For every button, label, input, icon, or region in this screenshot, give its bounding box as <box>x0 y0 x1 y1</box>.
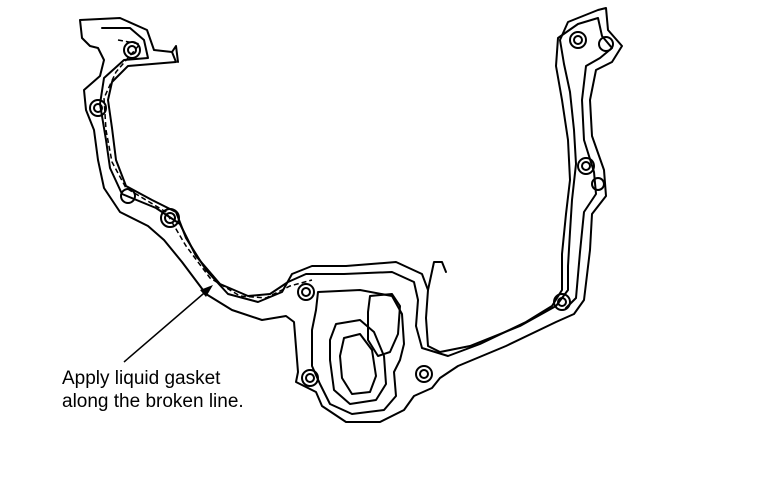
housing-inner-loop <box>311 289 405 415</box>
bolt-hole <box>301 369 319 387</box>
callout-arrowhead <box>200 285 213 297</box>
bolt-hole <box>553 293 571 311</box>
bolt-hole <box>305 373 315 383</box>
callout-line-2: along the broken line. <box>62 391 244 412</box>
callout-text: Apply liquid gasket along the broken lin… <box>62 367 244 413</box>
bolt-hole <box>164 212 176 224</box>
housing-pocket-a <box>367 293 401 357</box>
bolt-hole <box>591 177 605 191</box>
bolt-hole <box>89 99 107 117</box>
bolt-hole <box>93 103 103 113</box>
bolt-hole <box>297 283 315 301</box>
tab-center <box>427 261 447 291</box>
liquid-gasket-broken-line <box>103 39 313 299</box>
bolt-hole <box>419 369 429 379</box>
bolt-hole <box>581 161 591 171</box>
gasket-inner-outline <box>99 17 613 357</box>
callout-leader-line <box>123 287 211 363</box>
tab-left <box>171 45 179 63</box>
bolt-hole <box>577 157 595 175</box>
bolt-hole <box>301 287 311 297</box>
bolt-hole <box>598 36 614 52</box>
callout-line-1: Apply liquid gasket <box>62 368 221 389</box>
bolt-hole <box>415 365 433 383</box>
bolt-hole <box>160 208 180 228</box>
bolt-hole <box>123 41 141 59</box>
bolt-hole <box>557 297 567 307</box>
bolt-hole <box>569 31 587 49</box>
housing-pocket-c <box>339 333 377 395</box>
bolt-hole <box>573 35 583 45</box>
housing-pocket-b <box>329 319 387 405</box>
